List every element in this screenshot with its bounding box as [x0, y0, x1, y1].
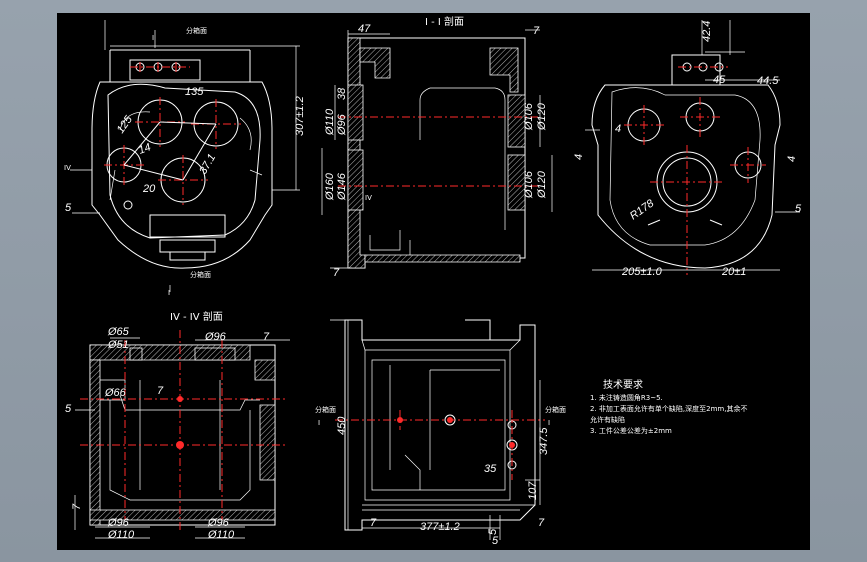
dim-450: 450: [336, 416, 348, 435]
dim-110-c: Ø110: [207, 529, 235, 541]
dim-125: 125: [115, 113, 136, 136]
drawing-sheet: [57, 13, 810, 550]
dim-7-bottom-a: 7: [370, 517, 377, 529]
dim-38: 38: [336, 87, 348, 100]
dim-377: 377±1.2: [420, 521, 460, 533]
dim-160: Ø160: [324, 172, 336, 201]
dim-47: 47: [358, 23, 371, 35]
dim-4-a: 4: [615, 123, 621, 135]
dim-5-iv: 5: [65, 403, 72, 415]
dim-135: 135: [185, 86, 204, 98]
dim-7-top: 7: [533, 25, 540, 37]
dim-5-side: 5: [795, 203, 802, 215]
notes-line-3: 允许有缺陷: [590, 415, 625, 424]
section-mark-top: I: [152, 34, 154, 42]
dim-307: 307±1.2: [294, 96, 306, 136]
dim-5-bottom-b: 5: [492, 535, 499, 547]
dim-106-a: Ø106: [523, 102, 535, 131]
dim-146: Ø146: [336, 172, 348, 201]
notes-line-4: 3. 工件公差公差为±2mm: [590, 426, 672, 435]
dim-44-5: 44.5: [757, 75, 779, 87]
dim-7-bottom-b: 7: [538, 517, 545, 529]
dim-66: Ø66: [104, 387, 127, 399]
bottom-parting-label: 分箱面: [315, 405, 336, 414]
section-mark-bottom: I: [168, 289, 170, 297]
dim-110-b: Ø110: [107, 529, 135, 541]
bottom-mark-right: I: [548, 419, 550, 427]
iv-mark-section: IV: [365, 194, 372, 202]
iv-mark: IV: [64, 164, 71, 172]
bottom-parting-label-right: 分箱面: [545, 405, 566, 414]
dim-205: 205±1.0: [621, 266, 663, 278]
dim-96-c: Ø96: [207, 517, 230, 529]
dim-120-b: Ø120: [536, 170, 548, 199]
front-view: 135 20 5 307±1.2 125 14 37.1 分箱面 分箱面 I I…: [64, 20, 306, 297]
dim-51: Ø51: [107, 339, 129, 351]
dim-96-iv: Ø96: [204, 331, 227, 343]
section-iv-view: IV - IV 剖面 Ø: [65, 310, 290, 541]
dim-7-iv-b: 7: [157, 385, 164, 397]
notes-line-2: 2. 非加工表面允许有单个缺陷,深度至2mm,其余不: [590, 404, 747, 413]
section-i-view: I - I 剖面 47 7 38 Ø110 Ø: [321, 15, 553, 279]
dim-45: 45: [713, 74, 726, 86]
dim-96-b: Ø96: [107, 517, 130, 529]
dim-96: Ø96: [336, 113, 348, 136]
dim-5: 5: [65, 202, 72, 214]
dim-35: 35: [484, 463, 497, 475]
dim-65: Ø65: [107, 326, 130, 338]
notes-heading: 技术要求: [603, 378, 643, 391]
dim-5-bottom: 5: [487, 528, 499, 535]
dim-110: Ø110: [324, 108, 336, 136]
parting-label-bottom: 分箱面: [190, 270, 211, 279]
dim-42-4: 42.4: [701, 21, 713, 42]
dim-107: 107: [527, 481, 539, 500]
dim-37: 37.1: [197, 152, 218, 177]
dim-106-b: Ø106: [523, 170, 535, 199]
dim-120-a: Ø120: [536, 102, 548, 131]
technical-notes: 技术要求 1. 未注铸造圆角R3~5. 2. 非加工表面允许有单个缺陷,深度至2…: [590, 378, 747, 435]
section-iv-title: IV - IV 剖面: [170, 310, 223, 323]
dim-347-5: 347.5: [538, 427, 550, 455]
parting-label-top: 分箱面: [186, 26, 207, 35]
notes-line-1: 1. 未注铸造圆角R3~5.: [590, 393, 663, 402]
dim-7-bottom: 7: [333, 267, 340, 279]
dim-r178: R178: [628, 197, 657, 222]
dim-4-c: 4: [786, 156, 798, 162]
bottom-view: 分箱面 I 分箱面 I 450 347.5 35 107 7 377±1.2 5…: [315, 319, 566, 547]
dim-7-iv-c: 7: [71, 503, 83, 510]
dim-20-side: 20±1: [721, 266, 746, 278]
dim-14: 14: [137, 141, 153, 156]
side-view: 42.4 45 44.5 4 4 4 5 R178 205±1.0 20±1: [573, 20, 802, 278]
dim-20: 20: [142, 183, 156, 195]
bottom-mark-left: I: [318, 419, 320, 427]
dim-7-iv-a: 7: [263, 331, 270, 343]
section-i-title: I - I 剖面: [425, 15, 464, 28]
dim-4-b: 4: [573, 154, 585, 160]
